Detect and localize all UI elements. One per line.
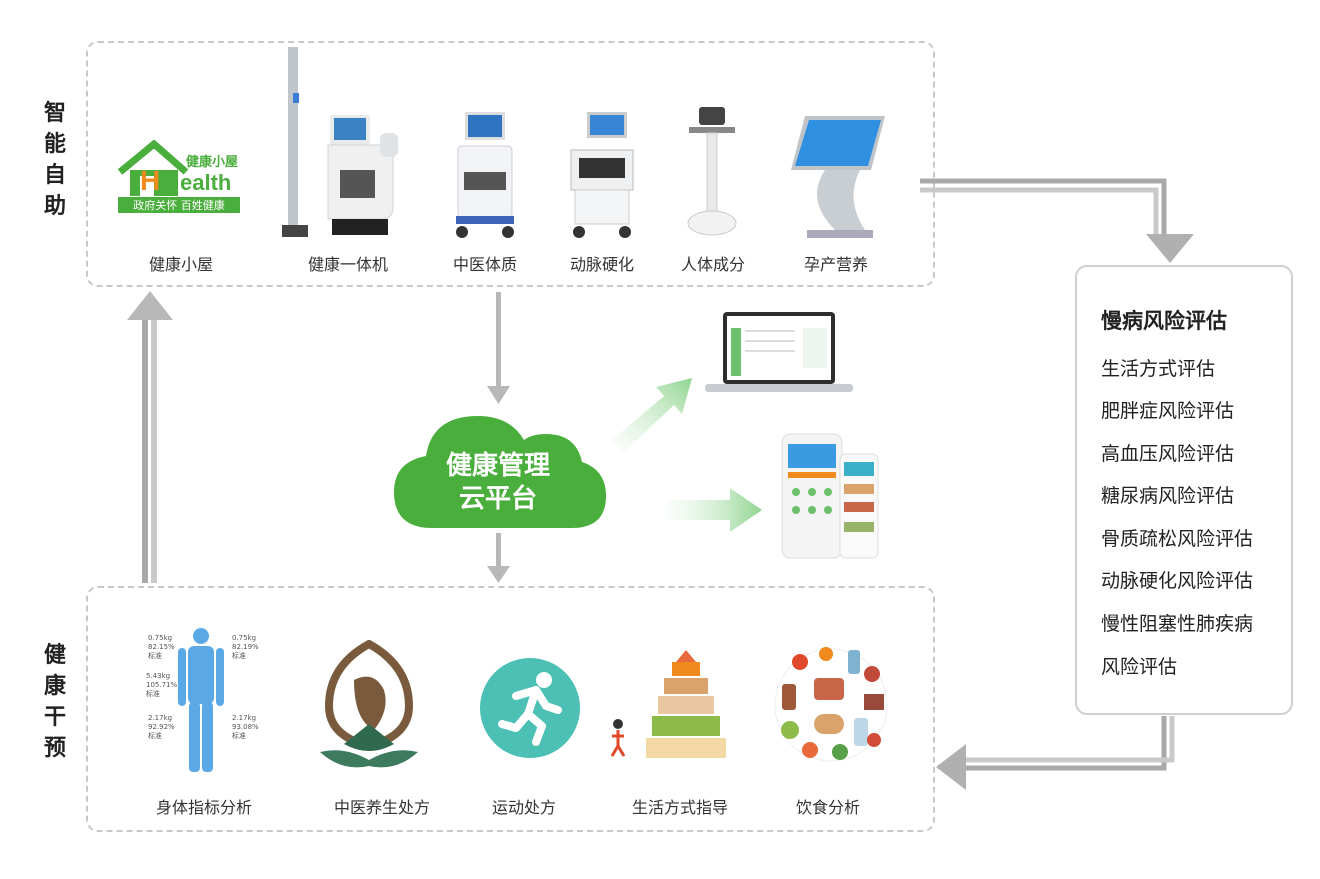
cloud-platform-title: 健康管理 云平台 — [408, 450, 588, 516]
arrow-cloud-to-bottom — [496, 533, 501, 568]
logo-top-text: 健康小屋 — [186, 154, 238, 170]
health-intervention-panel — [86, 586, 935, 832]
metric-value: 标准 — [232, 652, 246, 660]
all-in-one-machine-image — [280, 45, 405, 240]
logo-ealth-text: ealth — [180, 170, 231, 195]
risk-item: 高血压风险评估 — [1101, 443, 1235, 465]
logo-bottom-text: 政府关怀 百姓健康 — [133, 198, 225, 212]
device-label-body-composition: 人体成分 — [680, 255, 745, 274]
device-label-arteriosclerosis: 动脉硬化 — [569, 255, 634, 274]
metric-value: 105.71% — [146, 681, 178, 689]
mobile-app-image — [780, 432, 880, 560]
arrow-top-to-risk — [920, 178, 1194, 263]
metric-value: 93.08% — [232, 723, 259, 731]
label-char: 助 — [43, 194, 66, 219]
metric-value: 0.75kg — [232, 634, 257, 642]
metric-value: 2.17kg — [232, 714, 257, 722]
body-composition-device-image — [685, 105, 740, 240]
tcm-constitution-device-image — [450, 110, 520, 240]
smart-self-service-panel — [86, 41, 935, 287]
metric-left-2: 5.43kg 105.71% 标准 — [146, 672, 177, 699]
smart-self-service-label: 智 能 自 助 — [37, 98, 73, 222]
metric-left-3: 2.17kg 92.92% 标准 — [148, 714, 175, 741]
risk-item: 肥胖症风险评估 — [1101, 400, 1235, 422]
risk-panel-title: 慢病风险评估 — [1101, 309, 1227, 333]
logo-h-letter: H — [140, 165, 160, 196]
intervention-label-lifestyle: 生活方式指导 — [631, 798, 728, 817]
metric-value: 92.92% — [148, 723, 175, 731]
device-label-pregnancy: 孕产营养 — [803, 255, 868, 274]
intervention-label-exercise: 运动处方 — [491, 798, 556, 817]
risk-item: 动脉硬化风险评估 — [1101, 570, 1254, 592]
risk-item: 糖尿病风险评估 — [1101, 485, 1235, 507]
health-intervention-label: 健 康 干 预 — [37, 640, 73, 764]
laptop-image — [703, 310, 855, 396]
metric-value: 82.15% — [148, 643, 175, 651]
label-char: 智 — [43, 101, 66, 126]
label-char: 自 — [43, 163, 66, 188]
arrow-top-to-cloud — [496, 292, 501, 388]
arrow-risk-to-bottom — [936, 716, 1175, 790]
arrow-cloud-to-laptop — [612, 378, 692, 452]
label-char: 干 — [43, 705, 66, 730]
arrow-cloud-to-phone — [666, 488, 762, 532]
arrow-bottom-to-top — [127, 291, 173, 583]
metric-right-2: 2.17kg 93.08% 标准 — [232, 714, 259, 741]
metric-value: 2.17kg — [148, 714, 173, 722]
device-label-all-in-one: 健康一体机 — [307, 255, 388, 274]
metric-value: 82.19% — [232, 643, 259, 651]
tcm-prescription-icon — [314, 639, 424, 775]
body-metrics-figure: 0.75kg 82.15% 标准 5.43kg 105.71% 标准 2.17k… — [142, 626, 260, 778]
metric-right-1: 0.75kg 82.19% 标准 — [232, 634, 259, 661]
metric-value: 标准 — [146, 690, 160, 698]
health-house-logo: H ealth 健康小屋 政府关怀 百姓健康 — [114, 139, 244, 215]
label-char: 能 — [43, 132, 66, 157]
label-char: 预 — [43, 736, 66, 761]
cloud-title-line2: 云平台 — [458, 484, 537, 514]
food-pyramid-icon — [606, 648, 732, 762]
diet-analysis-icon — [770, 644, 892, 766]
cloud-platform-shape — [392, 412, 608, 530]
intervention-label-diet: 饮食分析 — [795, 798, 860, 817]
arteriosclerosis-device-image — [565, 110, 640, 240]
risk-item: 风险评估 — [1101, 656, 1178, 678]
device-label-health-house: 健康小屋 — [148, 255, 213, 274]
chronic-disease-risk-panel: 慢病风险评估 生活方式评估 肥胖症风险评估 高血压风险评估 糖尿病风险评估 骨质… — [1075, 265, 1293, 715]
intervention-label-body-metrics: 身体指标分析 — [155, 798, 252, 817]
metric-left-1: 0.75kg 82.15% 标准 — [148, 634, 175, 661]
risk-item: 骨质疏松风险评估 — [1101, 528, 1254, 550]
label-char: 康 — [43, 674, 66, 699]
pregnancy-nutrition-kiosk-image — [785, 112, 890, 240]
metric-value: 标准 — [148, 732, 162, 740]
risk-item: 慢性阻塞性肺疾病 — [1101, 613, 1254, 635]
running-person-icon — [478, 656, 582, 760]
metric-value: 标准 — [232, 732, 246, 740]
device-label-tcm: 中医体质 — [452, 255, 517, 274]
metric-value: 5.43kg — [146, 672, 171, 680]
label-char: 健 — [43, 643, 66, 668]
cloud-title-line1: 健康管理 — [445, 451, 550, 481]
intervention-label-tcm: 中医养生处方 — [333, 798, 430, 817]
risk-item: 生活方式评估 — [1101, 358, 1216, 380]
metric-value: 标准 — [148, 652, 162, 660]
metric-value: 0.75kg — [148, 634, 173, 642]
